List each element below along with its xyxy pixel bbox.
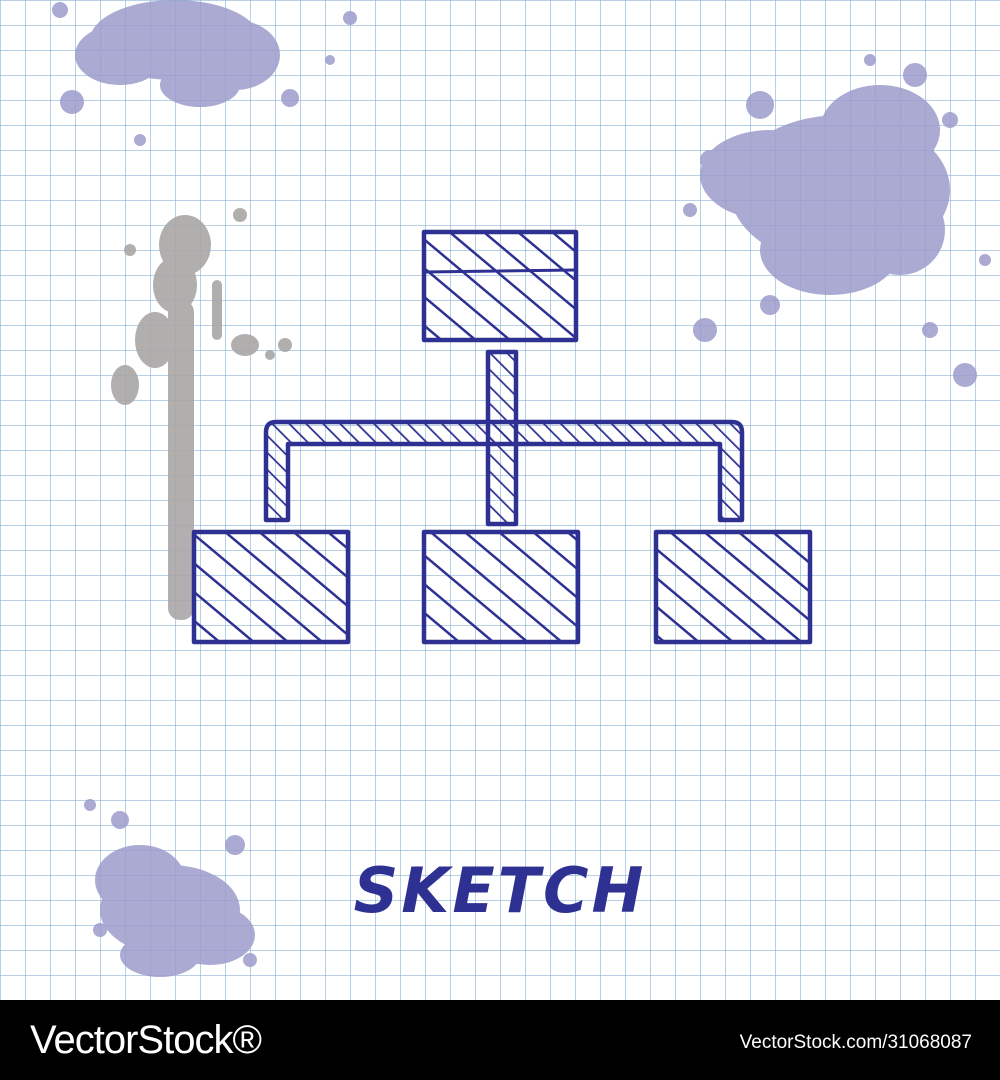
- vectorstock-logo: VectorStock®: [30, 1018, 262, 1062]
- sketch-caption: SKETCH: [354, 854, 647, 927]
- hierarchy-org-chart-icon: [191, 229, 813, 645]
- paint-splash-grey-drip: [111, 208, 292, 620]
- paint-splash-bottom-left: [84, 799, 257, 977]
- sketch-illustration: SKETCH: [0, 0, 1000, 1000]
- watermark-footer-bar: VectorStock® VectorStock.com/31068087: [0, 1000, 1000, 1080]
- image-id-label: VectorStock.com/31068087: [739, 1032, 972, 1053]
- paint-splash-top-right: [683, 54, 991, 387]
- paint-splash-top-left: [52, 0, 357, 146]
